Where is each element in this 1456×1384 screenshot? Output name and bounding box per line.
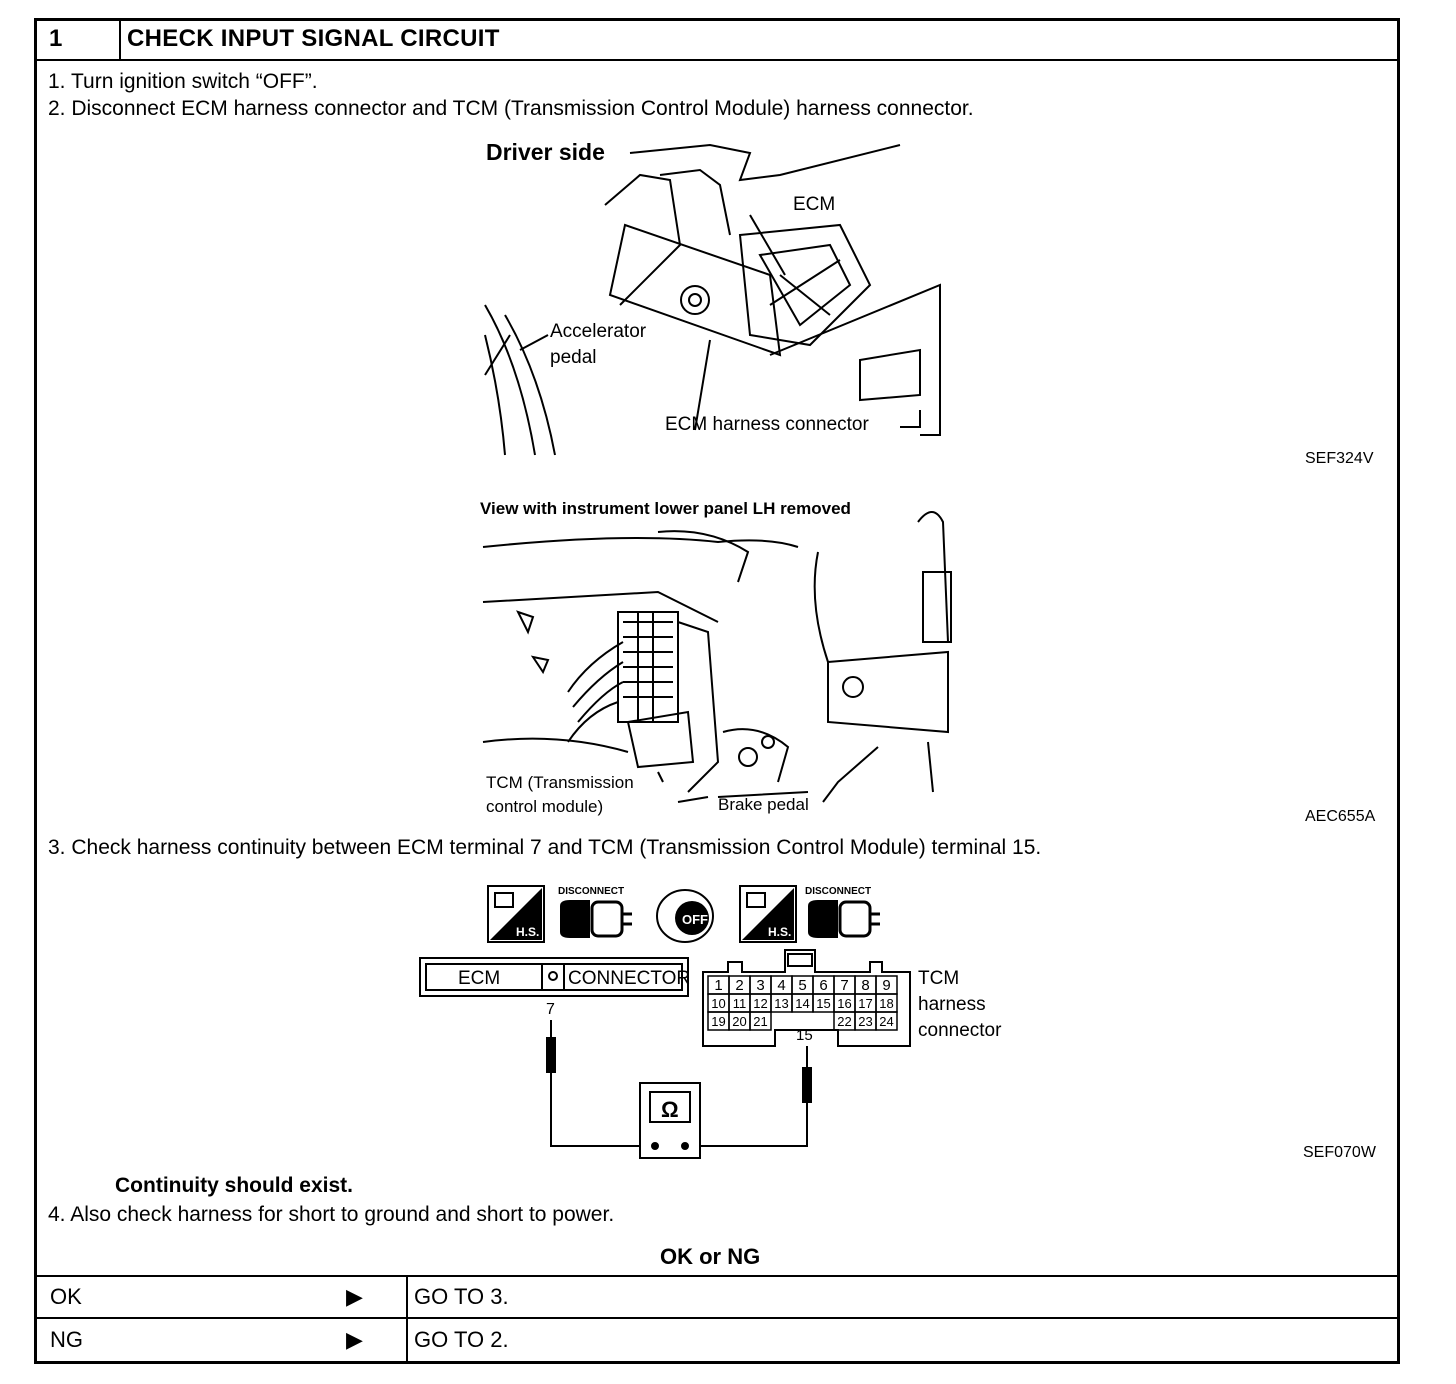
tcm-terminal-number: 23 bbox=[858, 1014, 872, 1029]
label-tcm-1: TCM (Transmission bbox=[486, 773, 634, 792]
procedure-frame: 1 CHECK INPUT SIGNAL CIRCUIT bbox=[34, 18, 1400, 1364]
tcm-terminal-number: 19 bbox=[711, 1014, 725, 1029]
tcm-terminal-number: 12 bbox=[753, 996, 767, 1011]
tcm-label-2: harness bbox=[918, 994, 986, 1015]
tcm-terminal-cell bbox=[749, 1011, 772, 1031]
tcm-terminal-number: 10 bbox=[711, 996, 725, 1011]
procedure-title: CHECK INPUT SIGNAL CIRCUIT bbox=[127, 25, 500, 52]
hs-icon-label: H.S. bbox=[516, 925, 539, 939]
tcm-terminal-number: 2 bbox=[735, 977, 743, 994]
decision-title: OK or NG bbox=[660, 1244, 761, 1269]
hs-icon-2: H.S. bbox=[739, 885, 797, 943]
tcm-terminal-number: 16 bbox=[837, 996, 851, 1011]
step-3: 3. Check harness continuity between ECM … bbox=[48, 836, 1042, 859]
tcm-label-3: connector bbox=[918, 1020, 1002, 1041]
header-divider bbox=[119, 21, 121, 59]
ohmmeter-symbol: Ω bbox=[661, 1097, 679, 1122]
tcm-terminal-number: 11 bbox=[733, 996, 747, 1011]
figure1-code: SEF324V bbox=[1305, 450, 1374, 467]
decision-table: OK ▶ GO TO 3. NG ▶ GO TO 2. bbox=[34, 1275, 1400, 1364]
figure3-code: SEF070W bbox=[1303, 1144, 1376, 1161]
step-1: 1. Turn ignition switch “OFF”. bbox=[48, 70, 318, 93]
tcm-terminal-15: 15 bbox=[796, 1027, 813, 1044]
table-divider bbox=[406, 1275, 408, 1361]
ecm-terminal-7: 7 bbox=[546, 1001, 555, 1018]
disconnect-icon-2-label: DISCONNECT bbox=[805, 886, 871, 897]
tcm-terminal-number: 1 bbox=[714, 977, 722, 994]
label-brake-pedal: Brake pedal bbox=[718, 795, 809, 814]
ecm-connector-label: CONNECTOR bbox=[568, 968, 690, 989]
tcm-terminal-number: 7 bbox=[840, 977, 848, 994]
tcm-terminal-number: 5 bbox=[798, 977, 806, 994]
tcm-terminal-number: 22 bbox=[837, 1014, 851, 1029]
action-ng: GO TO 2. bbox=[414, 1327, 509, 1352]
continuity-note: Continuity should exist. bbox=[115, 1174, 354, 1197]
figure-driver-side: Driver side ECM Accelerator pedal ECM ha… bbox=[484, 139, 941, 456]
tcm-terminal-number: 6 bbox=[819, 977, 827, 994]
tcm-terminal-number: 14 bbox=[795, 996, 809, 1011]
tcm-terminal-number: 17 bbox=[858, 996, 872, 1011]
figure2-title: View with instrument lower panel LH remo… bbox=[480, 499, 851, 518]
disconnect-icon-label: DISCONNECT bbox=[558, 886, 624, 897]
tcm-terminal-cell bbox=[875, 1011, 898, 1031]
label-accelerator: Accelerator bbox=[550, 321, 647, 342]
ecm-connector-name: ECM bbox=[458, 968, 500, 989]
arrow-icon: ▶ bbox=[346, 1327, 363, 1352]
result-ng: NG bbox=[50, 1327, 83, 1352]
tcm-terminal-number: 20 bbox=[732, 1014, 746, 1029]
tcm-terminal-number: 18 bbox=[879, 996, 893, 1011]
off-icon-label: OFF bbox=[682, 912, 708, 927]
procedure-header: 1 CHECK INPUT SIGNAL CIRCUIT bbox=[37, 21, 1397, 61]
tcm-terminal-number: 4 bbox=[777, 977, 785, 994]
table-mid-line bbox=[34, 1317, 1400, 1319]
disconnect-icon-2: DISCONNECT bbox=[805, 886, 880, 938]
action-ok: GO TO 3. bbox=[414, 1284, 509, 1309]
tcm-terminal-number: 3 bbox=[756, 977, 764, 994]
tcm-label-1: TCM bbox=[918, 968, 959, 989]
tcm-terminal-number: 13 bbox=[774, 996, 788, 1011]
arrow-icon: ▶ bbox=[346, 1284, 363, 1309]
hs-icon: H.S. bbox=[487, 885, 545, 943]
label-ecm: ECM bbox=[793, 194, 835, 215]
label-tcm-2: control module) bbox=[486, 797, 603, 816]
disconnect-icon: DISCONNECT bbox=[558, 886, 632, 938]
tcm-terminal-number: 21 bbox=[753, 1014, 767, 1029]
step-number: 1 bbox=[49, 25, 63, 52]
figure-instrument-panel: View with instrument lower panel LH remo… bbox=[480, 499, 952, 816]
tcm-terminal-number: 9 bbox=[882, 977, 890, 994]
figure2-code: AEC655A bbox=[1305, 808, 1376, 825]
label-ecm-harness-connector: ECM harness connector bbox=[665, 414, 869, 435]
tcm-terminal-number: 15 bbox=[816, 996, 830, 1011]
table-top-line bbox=[34, 1275, 1400, 1277]
tcm-terminal-number: 8 bbox=[861, 977, 869, 994]
label-pedal: pedal bbox=[550, 347, 597, 368]
tcm-terminal-number: 24 bbox=[879, 1014, 893, 1029]
ignition-off-icon: OFF bbox=[656, 889, 714, 943]
step-2: 2. Disconnect ECM harness connector and … bbox=[48, 97, 974, 120]
figure1-title: Driver side bbox=[486, 139, 605, 165]
figure-continuity-check: H.S. DISCONNECT OFF H.S. DISCONNECT ECM … bbox=[419, 885, 1002, 1159]
hs-icon-2-label: H.S. bbox=[768, 925, 791, 939]
step-4: 4. Also check harness for short to groun… bbox=[48, 1203, 615, 1226]
result-ok: OK bbox=[50, 1284, 82, 1309]
